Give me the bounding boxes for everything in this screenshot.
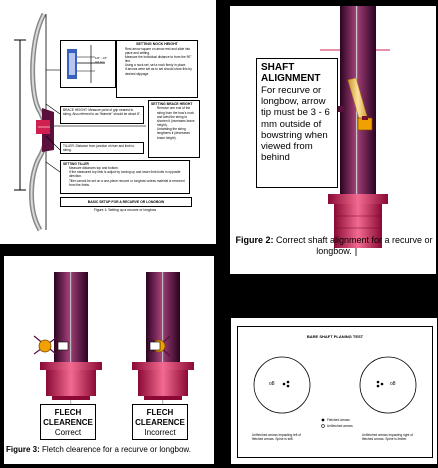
right-target-mark: o8 (390, 381, 396, 387)
bare-shaft-title: BARE SHAFT PLANING TEST (306, 334, 364, 339)
nock-dim-2: 3-6 mm (95, 59, 105, 64)
note-stiff: Unfletched arrows impacting left of flet… (252, 433, 301, 442)
fletch-label-incorrect: FLECH CLEARENCE Incorrect (132, 404, 188, 440)
setting-tiller-title: SETTING TILLER (63, 162, 89, 166)
tiller-item: Tiller cannot be set on a one-piece recu… (69, 179, 187, 187)
shaft-alignment-drawing (320, 6, 390, 256)
nock-item: Using a nock set, set a nock firmly in p… (125, 63, 195, 67)
setting-brace-height-title: SETTING BRACE HEIGHT (151, 102, 193, 106)
figure2-panel: SHAFT ALIGNMENT For recurve or longbow, … (230, 6, 436, 274)
fletch-clearance-drawing (33, 272, 194, 422)
brace-item: Remove one end of the string from the bo… (157, 106, 197, 127)
nock-item: Measure the individual distance to from … (125, 55, 195, 63)
nock-item: If arrows were set as to set should show… (125, 67, 195, 75)
figure1-caption: Figure 1: Setting up a recurve or longbo… (93, 208, 157, 212)
nock-height-inset: 1/8" - 1/4" 3-6 mm (60, 40, 116, 88)
figure3-panel: FLECH CLEARENCE Correct FLECH CLEARENCE … (4, 256, 214, 464)
tiller-text: TILLER: Distance from junction of riser … (63, 144, 135, 153)
figure3-caption: Figure 3: Fletch clearence for a recurve… (6, 445, 191, 454)
setting-tiller-box: SETTING TILLER Measure distances top and… (60, 160, 190, 194)
shaft-alignment-box: SHAFT ALIGNMENT For recurve or longbow, … (256, 58, 338, 188)
nock-item: Rest arrow square on arrow rest and slid… (125, 47, 195, 55)
shaft-alignment-text: For recurve or longbow, arrow tip must b… (261, 85, 330, 164)
fletch-label-correct: FLECH CLEARENCE Correct (40, 404, 96, 440)
nock-dim-1: 1/8" - 1/4" (95, 56, 108, 60)
figure4-panel: BARE SHAFT PLANING TEST o8 o8 Fletched a… (231, 318, 437, 464)
target-faces (253, 356, 417, 428)
tiller-item: Measure distances top and bottom. (69, 166, 187, 170)
note-limber: Unfletched arrows impacting right of fle… (362, 433, 413, 442)
recurve-bow-drawing (14, 12, 146, 232)
basic-setup-text: BASIC SETUP FOR A RECURVE OR LONGBOW (87, 200, 165, 204)
legend-unfletched: Unfletched arrows (327, 424, 353, 428)
brace-item: Untwisting the string lengthens it (decr… (157, 127, 197, 139)
brace-height-text: BRACE HEIGHT: Measure point of grip near… (63, 108, 141, 117)
tiller-note: TILLER: Distance from junction of riser … (60, 142, 144, 154)
legend-fletched: Fletched arrows (327, 418, 350, 422)
nock-height-diagram (67, 45, 105, 83)
bare-shaft-test-box: BARE SHAFT PLANING TEST o8 o8 Fletched a… (237, 326, 433, 458)
setting-nock-height-title: SETTING NOCK HEIGHT (136, 42, 178, 46)
figure1-panel: 1/8" - 1/4" 3-6 mm SETTING NOCK HEIGHT R… (0, 0, 216, 244)
shaft-alignment-title: SHAFT ALIGNMENT (261, 62, 321, 84)
tiller-item: If the measured top limb is adjust by tu… (69, 170, 187, 178)
setting-nock-height-box: SETTING NOCK HEIGHT Rest arrow square on… (116, 40, 198, 98)
figure2-caption: Figure 2: Correct shaft alignment for a … (235, 235, 433, 256)
left-target-mark: o8 (269, 381, 275, 387)
brace-height-note: BRACE HEIGHT: Measure point of grip near… (60, 106, 144, 124)
setting-brace-height-box: SETTING BRACE HEIGHT Remove one end of t… (148, 100, 200, 158)
basic-setup-banner: BASIC SETUP FOR A RECURVE OR LONGBOW (60, 197, 192, 207)
